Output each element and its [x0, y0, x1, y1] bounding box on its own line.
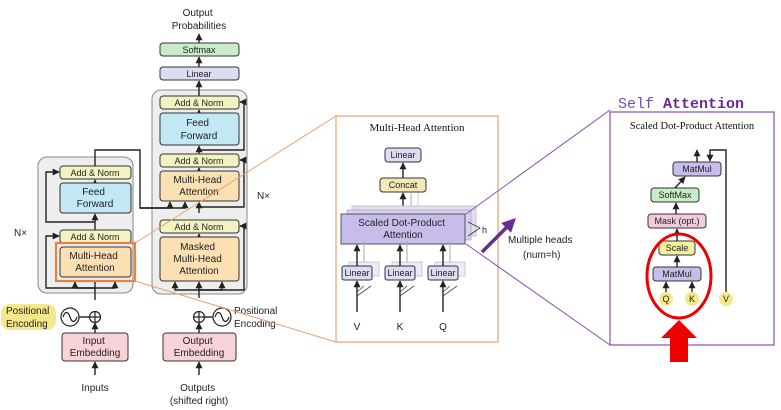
encoder-nx-label: N×: [14, 228, 27, 239]
sdpa-panel-title: Scaled Dot-Product Attention: [630, 121, 755, 132]
output-embedding-block: [162, 332, 237, 362]
sdpa-input-k: K: [689, 294, 695, 304]
self-attention-red-highlight: [645, 232, 713, 320]
encoder-attention-highlight-frame: [54, 241, 137, 283]
mha-linear-label: Linear: [390, 150, 415, 160]
inputs-label: Inputs: [81, 383, 108, 394]
mha-concat-label: Concat: [389, 180, 418, 190]
decoder-nx-label: N×: [257, 191, 270, 202]
mha-h-label: h: [482, 225, 487, 235]
sdpa-input-v: V: [723, 294, 729, 304]
decoder-add-norm-3-label: Add & Norm: [174, 98, 223, 108]
encoder-feed-forward-block: [59, 182, 132, 214]
encoder-multi-head-attention-label: Multi-Head Attention: [69, 251, 120, 274]
mha-concat-block: [379, 177, 427, 193]
decoder-masked-attention-label: Masked Multi-Head Attention: [173, 242, 224, 277]
decoder-add-norm-1-label: Add & Norm: [174, 222, 223, 232]
input-embedding-block: [61, 332, 129, 362]
mha-linear-k-label: Linear: [387, 268, 412, 278]
decoder-multi-head-attention-label: Multi-Head Attention: [173, 175, 224, 198]
sdpa-scale-label: Scale: [666, 243, 689, 253]
self-attention-red-arrow: [661, 320, 697, 362]
decoder-linear-block: [159, 66, 240, 81]
outputs-label: Outputs (shifted right): [170, 383, 228, 407]
mha-linear-q-label: Linear: [430, 268, 455, 278]
encoder-add-norm-2-label: Add & Norm: [70, 168, 119, 178]
decoder-add-norm-3: [159, 95, 240, 110]
decoder-feed-forward-label: Feed Forward: [181, 118, 218, 142]
mha-input-q: Q: [439, 322, 447, 333]
encoder-positional-encoding-highlight: [1, 304, 56, 330]
mha-input-v: V: [354, 322, 361, 333]
decoder-masked-attention-block: [159, 236, 240, 282]
output-probabilities-label: Output Probabilities: [172, 8, 226, 32]
sdpa-input-q: Q: [662, 294, 669, 304]
sdpa-matmul-top-label: MatMul: [682, 164, 712, 174]
mha-sdpa-label: Scaled Dot-Product Attention: [358, 218, 448, 241]
sdpa-input-k-circle: [685, 292, 699, 306]
encoder-add-norm-1-label: Add & Norm: [70, 232, 119, 242]
multiple-heads-arrow: [480, 218, 516, 254]
decoder-add-norm-2: [159, 153, 240, 168]
sdpa-mask-label: Mask (opt.): [654, 216, 699, 226]
encoder-positional-encoding-label: Positional Encoding: [6, 306, 52, 330]
sdpa-softmax-label: SoftMax: [658, 190, 692, 200]
sdpa-input-v-circle: [719, 292, 733, 306]
decoder-linear-label: Linear: [186, 69, 211, 79]
decoder-feed-forward-block: [159, 112, 240, 146]
sdpa-matmul-bottom-label: MatMul: [662, 269, 692, 279]
decoder-multi-head-attention-block: [159, 170, 240, 202]
multiple-heads-label: Multiple heads (num=h): [508, 235, 575, 261]
sdpa-mask-block: [647, 213, 707, 229]
input-embedding-label: Input Embedding: [70, 336, 121, 359]
mha-input-k: K: [397, 322, 404, 333]
mha-sdpa-block: [340, 213, 466, 245]
output-embedding-label: Output Embedding: [174, 336, 225, 359]
encoder-multi-head-attention-block: [59, 246, 132, 278]
decoder-add-norm-2-label: Add & Norm: [174, 156, 223, 166]
decoder-add-norm-1: [159, 219, 240, 234]
decoder-softmax-label: Softmax: [182, 45, 216, 55]
sdpa-input-q-circle: [659, 292, 673, 306]
decoder-positional-encoding-label: Positional Encoding: [234, 306, 280, 330]
encoder-feed-forward-label: Feed Forward: [77, 187, 114, 210]
self-attention-heading: Self Attention: [618, 96, 744, 113]
mha-panel-title: Multi-Head Attention: [369, 122, 465, 134]
mha-linear-block: [384, 147, 422, 163]
mha-linear-v-label: Linear: [344, 268, 369, 278]
decoder-softmax-block: [159, 42, 240, 57]
